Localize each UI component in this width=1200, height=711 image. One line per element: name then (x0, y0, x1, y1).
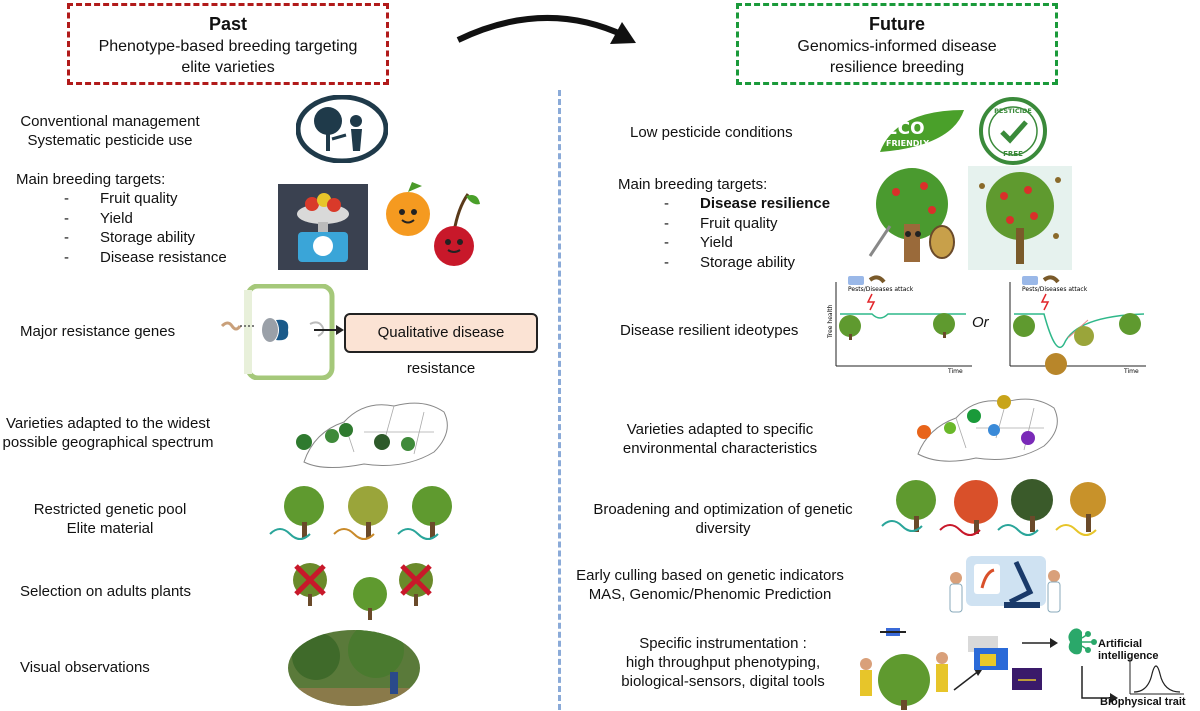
svg-text:PESTICIDE: PESTICIDE (994, 107, 1032, 115)
orange-character-icon (386, 182, 430, 236)
biophysical-trait-curve-icon (1129, 658, 1184, 695)
past-title: Past (208, 14, 248, 34)
list-item: -Disease resistance (64, 248, 227, 266)
cherry-character-icon (434, 193, 480, 266)
pesticide-spraying-icon (296, 95, 388, 163)
europe-map-colored-icon (917, 395, 1058, 462)
sensor-data-panels-icon (968, 636, 1042, 690)
past-pool: Restricted genetic pool Elite material (33, 501, 187, 537)
future-box: Future Genomics-informed disease resilie… (736, 3, 1058, 85)
list-item: -Storage ability (64, 229, 196, 246)
future-targets: Main breeding targets: -Disease resilien… (618, 176, 831, 271)
ai-label: Artificial intelligence (1098, 638, 1159, 662)
svg-text:FRIENDLY: FRIENDLY (886, 139, 929, 148)
past-geography: Varieties adapted to the widest possible… (2, 415, 214, 451)
future-environment: Varieties adapted to specific environmen… (622, 421, 818, 457)
future-diversity: Broadening and optimization of genetic d… (593, 501, 853, 537)
resilient-tree-character-icon (868, 168, 955, 262)
svg-text:Tree health: Tree health (827, 304, 834, 339)
past-subtitle: Phenotype-based breeding targeting elite… (98, 38, 358, 76)
scientists-microscope-icon (949, 556, 1061, 613)
or-label: Or (972, 314, 989, 331)
svg-text:Time: Time (947, 368, 963, 374)
adult-plant-selection-icon (293, 563, 433, 620)
future-instrumentation: Specific instrumentation : high throughp… (621, 635, 825, 690)
svg-text:Pests/Diseases attack: Pests/Diseases attack (1022, 286, 1088, 293)
pipeline-elbow-arrow-icon (1081, 666, 1118, 703)
orchard-photo (288, 630, 420, 706)
future-culling: Early culling based on genetic indicator… (576, 567, 844, 603)
biophysical-label: Biophysical trait (1100, 696, 1186, 708)
diverse-trees-with-dna-icon (881, 479, 1106, 536)
future-title: Future (869, 14, 925, 34)
future-pesticide: Low pesticide conditions (630, 124, 793, 141)
list-item: -Yield (64, 209, 133, 227)
center-divider (558, 90, 561, 710)
eco-friendly-leaf-icon: ECO FRIENDLY (880, 110, 964, 152)
svg-text:Pests/Diseases attack: Pests/Diseases attack (848, 286, 914, 293)
past-selection: Selection on adults plants (20, 583, 191, 600)
list-item: -Yield (664, 234, 733, 251)
list-item: -Storage ability (664, 253, 796, 271)
trees-with-dna-icon (269, 486, 452, 540)
ai-brain-icon (1068, 628, 1097, 655)
arrow-right-icon (1022, 638, 1058, 648)
future-ideotypes: Disease resilient ideotypes (620, 322, 799, 339)
past-genes: Major resistance genes (20, 323, 176, 340)
arrow-right-icon (314, 325, 344, 335)
arrow-right-icon (456, 15, 636, 44)
past-observation: Visual observations (20, 659, 150, 676)
resilience-curve-deep: Time Pests/Diseases attack (1009, 275, 1146, 375)
qualitative-resistance-box: Qualitative disease resistance (344, 313, 538, 377)
svg-text:Time: Time (1123, 368, 1139, 375)
resistance-gene-cell-icon (220, 284, 335, 380)
pesticide-free-badge-icon: PESTICIDE FREE (979, 97, 1047, 165)
resilience-curve-shallow: Tree health Time Pests/Diseases attack (827, 275, 972, 374)
list-item: -Disease resilience (664, 195, 831, 212)
list-item: -Fruit quality (664, 214, 778, 232)
future-subtitle: Genomics-informed disease resilience bre… (797, 38, 997, 76)
past-targets: Main breeding targets: -Fruit quality -Y… (16, 171, 227, 266)
fruit-scale-icon (278, 184, 368, 270)
svg-text:ECO: ECO (886, 119, 925, 139)
past-management: Conventional management Systematic pesti… (20, 113, 200, 149)
svg-text:FREE: FREE (1003, 150, 1023, 158)
tree-under-pest-attack-icon (968, 166, 1072, 270)
past-box: Past Phenotype-based breeding targeting … (67, 3, 389, 85)
phenotyping-instrumentation-icon (860, 628, 984, 710)
europe-map-icon (296, 402, 448, 468)
list-item: -Fruit quality (64, 190, 178, 207)
